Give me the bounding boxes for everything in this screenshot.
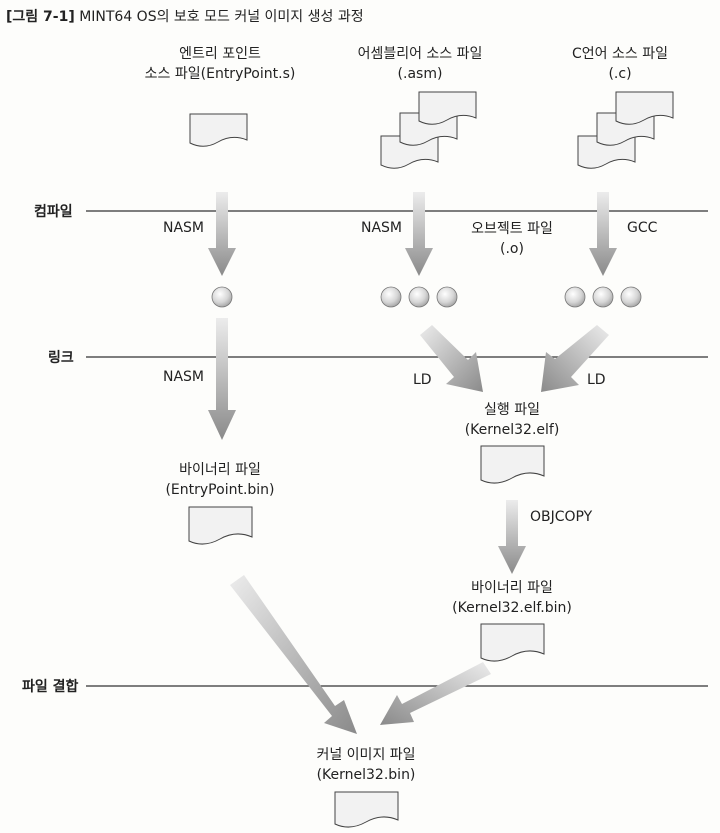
entry-source-label-line1: 엔트리 포인트 xyxy=(179,46,261,62)
elf-output-label-line2: (Kernel32.elf) xyxy=(464,422,560,438)
object-file-label-line2: (.o) xyxy=(500,241,524,257)
figure-caption: [그림 7-1] MINT64 OS의 보호 모드 커널 이미지 생성 과정 xyxy=(6,6,364,26)
c-source-documents-icon xyxy=(577,91,674,169)
combine-left-arrow-icon xyxy=(230,575,357,734)
ld-left-arrow-icon xyxy=(420,325,483,392)
entry-bin-output-label: 바이너리 파일 (EntryPoint.bin) xyxy=(140,460,300,500)
object-file-label-line1: 오브젝트 파일 xyxy=(471,221,553,237)
entry-bin-output-label-line1: 바이너리 파일 xyxy=(179,462,261,478)
tool-label-ld-right: LD xyxy=(584,372,609,388)
caption-title: MINT64 OS의 보호 모드 커널 이미지 생성 과정 xyxy=(79,9,364,25)
stage-label-compile: 컴파일 xyxy=(34,201,77,221)
compile-c-arrow-icon xyxy=(589,192,617,276)
entry-object-ball-icon xyxy=(211,286,233,308)
tool-label-objcopy: OBJCOPY xyxy=(527,509,596,525)
kernel-bin-output-label: 바이너리 파일 (Kernel32.elf.bin) xyxy=(427,578,597,618)
tool-label-gcc: GCC xyxy=(624,220,661,236)
final-image-document-icon xyxy=(334,791,399,828)
combine-right-arrow-icon xyxy=(380,662,491,725)
asm-source-documents-icon xyxy=(380,91,477,169)
entry-source-document-icon xyxy=(189,113,248,147)
stage-label-combine: 파일 결합 xyxy=(22,676,83,696)
object-file-label: 오브젝트 파일 (.o) xyxy=(452,219,572,259)
asm-source-label: 어셈블리어 소스 파일 (.asm) xyxy=(340,44,500,84)
kernel-bin-output-label-line2: (Kernel32.elf.bin) xyxy=(452,600,572,616)
entry-bin-document-icon xyxy=(188,506,253,545)
objcopy-arrow-icon xyxy=(498,500,526,574)
tool-label-nasm-compile-entry: NASM xyxy=(160,220,208,236)
caption-number: [그림 7-1] xyxy=(6,9,75,25)
c-source-label-line1: C언어 소스 파일 xyxy=(572,46,668,62)
asm-source-label-line2: (.asm) xyxy=(397,66,443,82)
c-object-ball-icon xyxy=(564,286,586,308)
link-entry-arrow-icon xyxy=(208,318,236,440)
entry-source-label-line2: 소스 파일(EntryPoint.s) xyxy=(144,66,296,82)
elf-output-label: 실행 파일 (Kernel32.elf) xyxy=(432,400,592,440)
entry-source-label: 엔트리 포인트 소스 파일(EntryPoint.s) xyxy=(120,44,320,84)
stage-label-link: 링크 xyxy=(48,347,78,367)
tool-label-ld-left: LD xyxy=(410,372,435,388)
asm-object-ball-icon xyxy=(408,286,430,308)
ld-right-arrow-icon xyxy=(541,325,609,392)
c-source-label-line2: (.c) xyxy=(608,66,632,82)
entry-bin-output-label-line2: (EntryPoint.bin) xyxy=(165,482,275,498)
c-source-label: C언어 소스 파일 (.c) xyxy=(550,44,690,84)
final-image-label-line2: (Kernel32.bin) xyxy=(316,767,416,783)
compile-asm-arrow-icon xyxy=(405,192,433,276)
final-image-label: 커널 이미지 파일 (Kernel32.bin) xyxy=(286,745,446,785)
final-image-label-line1: 커널 이미지 파일 xyxy=(316,747,416,763)
compile-entry-arrow-icon xyxy=(208,192,236,276)
asm-object-ball-icon xyxy=(436,286,458,308)
kernel-bin-output-label-line1: 바이너리 파일 xyxy=(471,580,553,596)
tool-label-nasm-link-entry: NASM xyxy=(160,369,208,385)
c-object-ball-icon xyxy=(620,286,642,308)
tool-label-nasm-compile-asm: NASM xyxy=(358,220,406,236)
asm-source-label-line1: 어셈블리어 소스 파일 xyxy=(357,46,483,62)
c-object-ball-icon xyxy=(592,286,614,308)
elf-output-label-line1: 실행 파일 xyxy=(484,402,540,418)
asm-object-ball-icon xyxy=(380,286,402,308)
elf-document-icon xyxy=(480,445,545,484)
kernel-bin-document-icon xyxy=(480,623,545,662)
